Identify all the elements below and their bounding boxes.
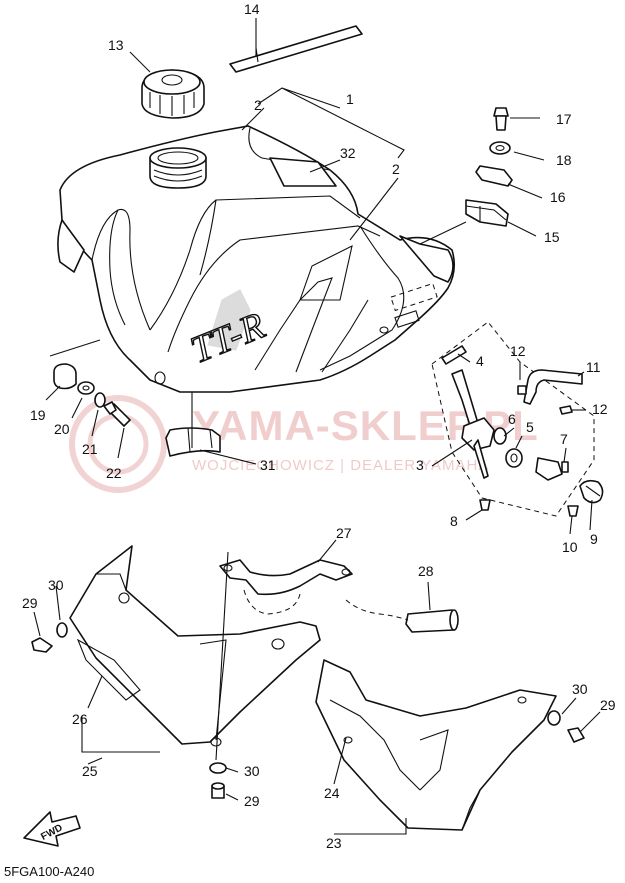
callout-10: 10 [562, 539, 578, 555]
callout-25: 25 [82, 763, 98, 779]
callout-2a: 2 [254, 97, 262, 113]
seal-6 [493, 427, 507, 445]
callout-17: 17 [556, 111, 572, 127]
callout-14: 14 [244, 1, 260, 17]
breather-hose [229, 25, 363, 73]
screw-10 [567, 505, 579, 517]
bolt-17 [493, 107, 509, 131]
callout-30a: 30 [48, 577, 64, 593]
callout-4: 4 [476, 353, 484, 369]
fuel-hose-11 [523, 369, 583, 405]
callout-numbers: 14 13 1 2 2 32 17 18 16 15 4 12 11 12 6 … [22, 1, 616, 851]
fuel-cock-assembly [431, 321, 604, 517]
callout-16: 16 [550, 189, 566, 205]
tank-damper-31 [165, 427, 221, 457]
callout-30b: 30 [244, 763, 260, 779]
clip-12a [517, 385, 527, 395]
bolt-29-bottom [211, 782, 225, 799]
clip-4 [441, 345, 467, 365]
filler-neck [149, 147, 207, 189]
washer-30-left [56, 622, 68, 638]
collar-20 [77, 381, 95, 395]
callout-19: 19 [30, 407, 46, 423]
callout-8: 8 [450, 513, 458, 529]
cock-body [461, 417, 495, 451]
callout-1: 1 [346, 91, 354, 107]
callout-18: 18 [556, 152, 572, 168]
callout-32: 32 [340, 145, 356, 161]
plate-7 [535, 457, 563, 481]
fuel-tank: TT-R [57, 125, 456, 393]
mounting-hardware [53, 363, 131, 427]
callout-11: 11 [586, 359, 601, 375]
watermark-subline: WOJCIECHOWICZ | DEALER YAMAHA [192, 457, 489, 474]
callout-20: 20 [54, 421, 70, 437]
callout-6: 6 [508, 411, 516, 427]
washer-30-bottom [209, 762, 227, 774]
callout-21: 21 [82, 441, 98, 457]
callout-13: 13 [108, 37, 124, 53]
bolt-29-left [31, 637, 53, 653]
callout-29c: 29 [600, 697, 616, 713]
callout-15: 15 [544, 229, 560, 245]
callout-7: 7 [560, 431, 568, 447]
callout-3: 3 [416, 457, 424, 473]
side-cover-right [315, 659, 557, 831]
screw-8 [479, 499, 491, 511]
watermark-logo-inner [87, 413, 149, 475]
callout-24: 24 [324, 785, 340, 801]
oring-5 [505, 448, 523, 468]
callout-28: 28 [418, 563, 434, 579]
forward-arrow: FWD [23, 811, 81, 847]
callout-12b: 12 [592, 401, 608, 417]
tank-damper-15 [465, 199, 509, 227]
callout-26: 26 [72, 711, 88, 727]
callout-12a: 12 [510, 343, 526, 359]
callout-9: 9 [590, 531, 598, 547]
callout-22: 22 [106, 465, 122, 481]
callout-30c: 30 [572, 681, 588, 697]
callout-5: 5 [526, 419, 534, 435]
callout-31: 31 [260, 457, 276, 473]
damper-16 [475, 165, 513, 187]
washer-30-right [547, 710, 561, 726]
leader-lines [33, 18, 601, 835]
lever-9 [579, 479, 604, 504]
damper-19 [53, 363, 77, 390]
callout-2b: 2 [392, 161, 400, 177]
diagram-code: 5FGA100-A240 [4, 864, 94, 879]
hose-28 [345, 599, 459, 633]
callout-27: 27 [336, 525, 352, 541]
bracket-27 [219, 559, 353, 615]
watermark-logo-ring [69, 395, 167, 493]
callout-29a: 29 [22, 595, 38, 611]
washer-21 [94, 392, 106, 408]
callout-29b: 29 [244, 793, 260, 809]
clip-12b [559, 405, 573, 415]
fuel-cap [141, 69, 205, 119]
callout-23: 23 [326, 835, 342, 851]
washer-18 [489, 141, 511, 155]
